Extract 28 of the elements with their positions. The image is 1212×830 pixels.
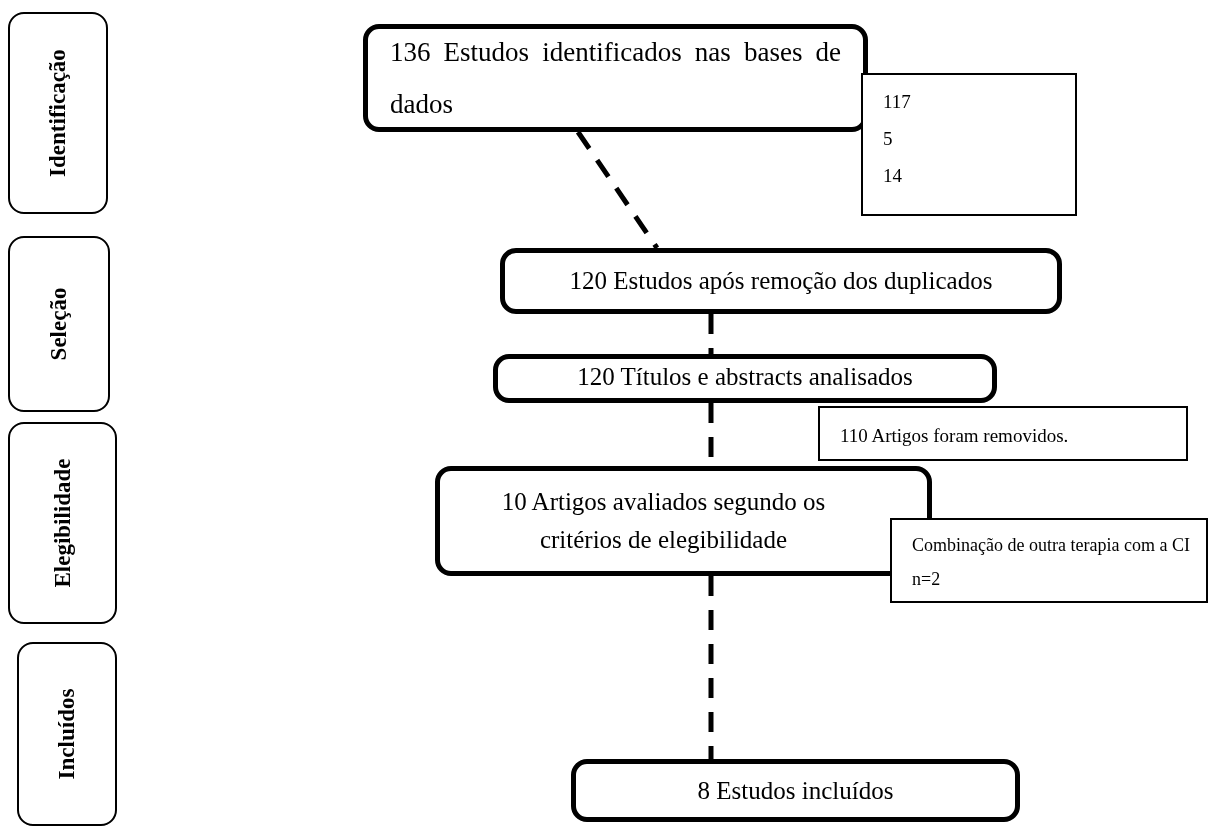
note-box (861, 73, 1077, 216)
stage-box (8, 12, 108, 214)
stage-label: Seleção (46, 287, 72, 361)
stage-label: Incluídos (54, 688, 80, 780)
box-text: 136 Estudos identificados nas bases de dados (390, 36, 841, 121)
dashed-connector (708, 576, 714, 759)
dashed-connector (708, 314, 714, 354)
box-text: 117 (883, 90, 912, 114)
process-box (500, 248, 1062, 314)
stage-box (8, 236, 110, 412)
process-box (493, 354, 997, 403)
box-text: 5 (883, 127, 894, 151)
stage-label: Identificação (45, 49, 71, 177)
box-text: 120 Estudos após remoção dos duplicados (568, 267, 994, 295)
note-box (890, 518, 1208, 603)
box-text: 110 Artigos foram removidos. (840, 424, 1070, 448)
box-text: 8 Estudos incluídos (696, 776, 895, 805)
dashed-connector (575, 130, 660, 250)
stage-label: Elegibilidade (49, 458, 76, 588)
box-text: 14 (883, 164, 903, 188)
box-text: Combinação de outra terapia com a CI n=2 (912, 534, 1191, 591)
box-text: 120 Títulos e abstracts analisados (576, 362, 914, 391)
note-box (818, 406, 1188, 461)
process-box (363, 24, 868, 132)
stage-box (8, 422, 117, 624)
process-box (571, 759, 1020, 822)
box-text: 10 Artigos avaliados segundo os critérios de elegibilidade (500, 487, 827, 555)
stage-box (17, 642, 117, 826)
